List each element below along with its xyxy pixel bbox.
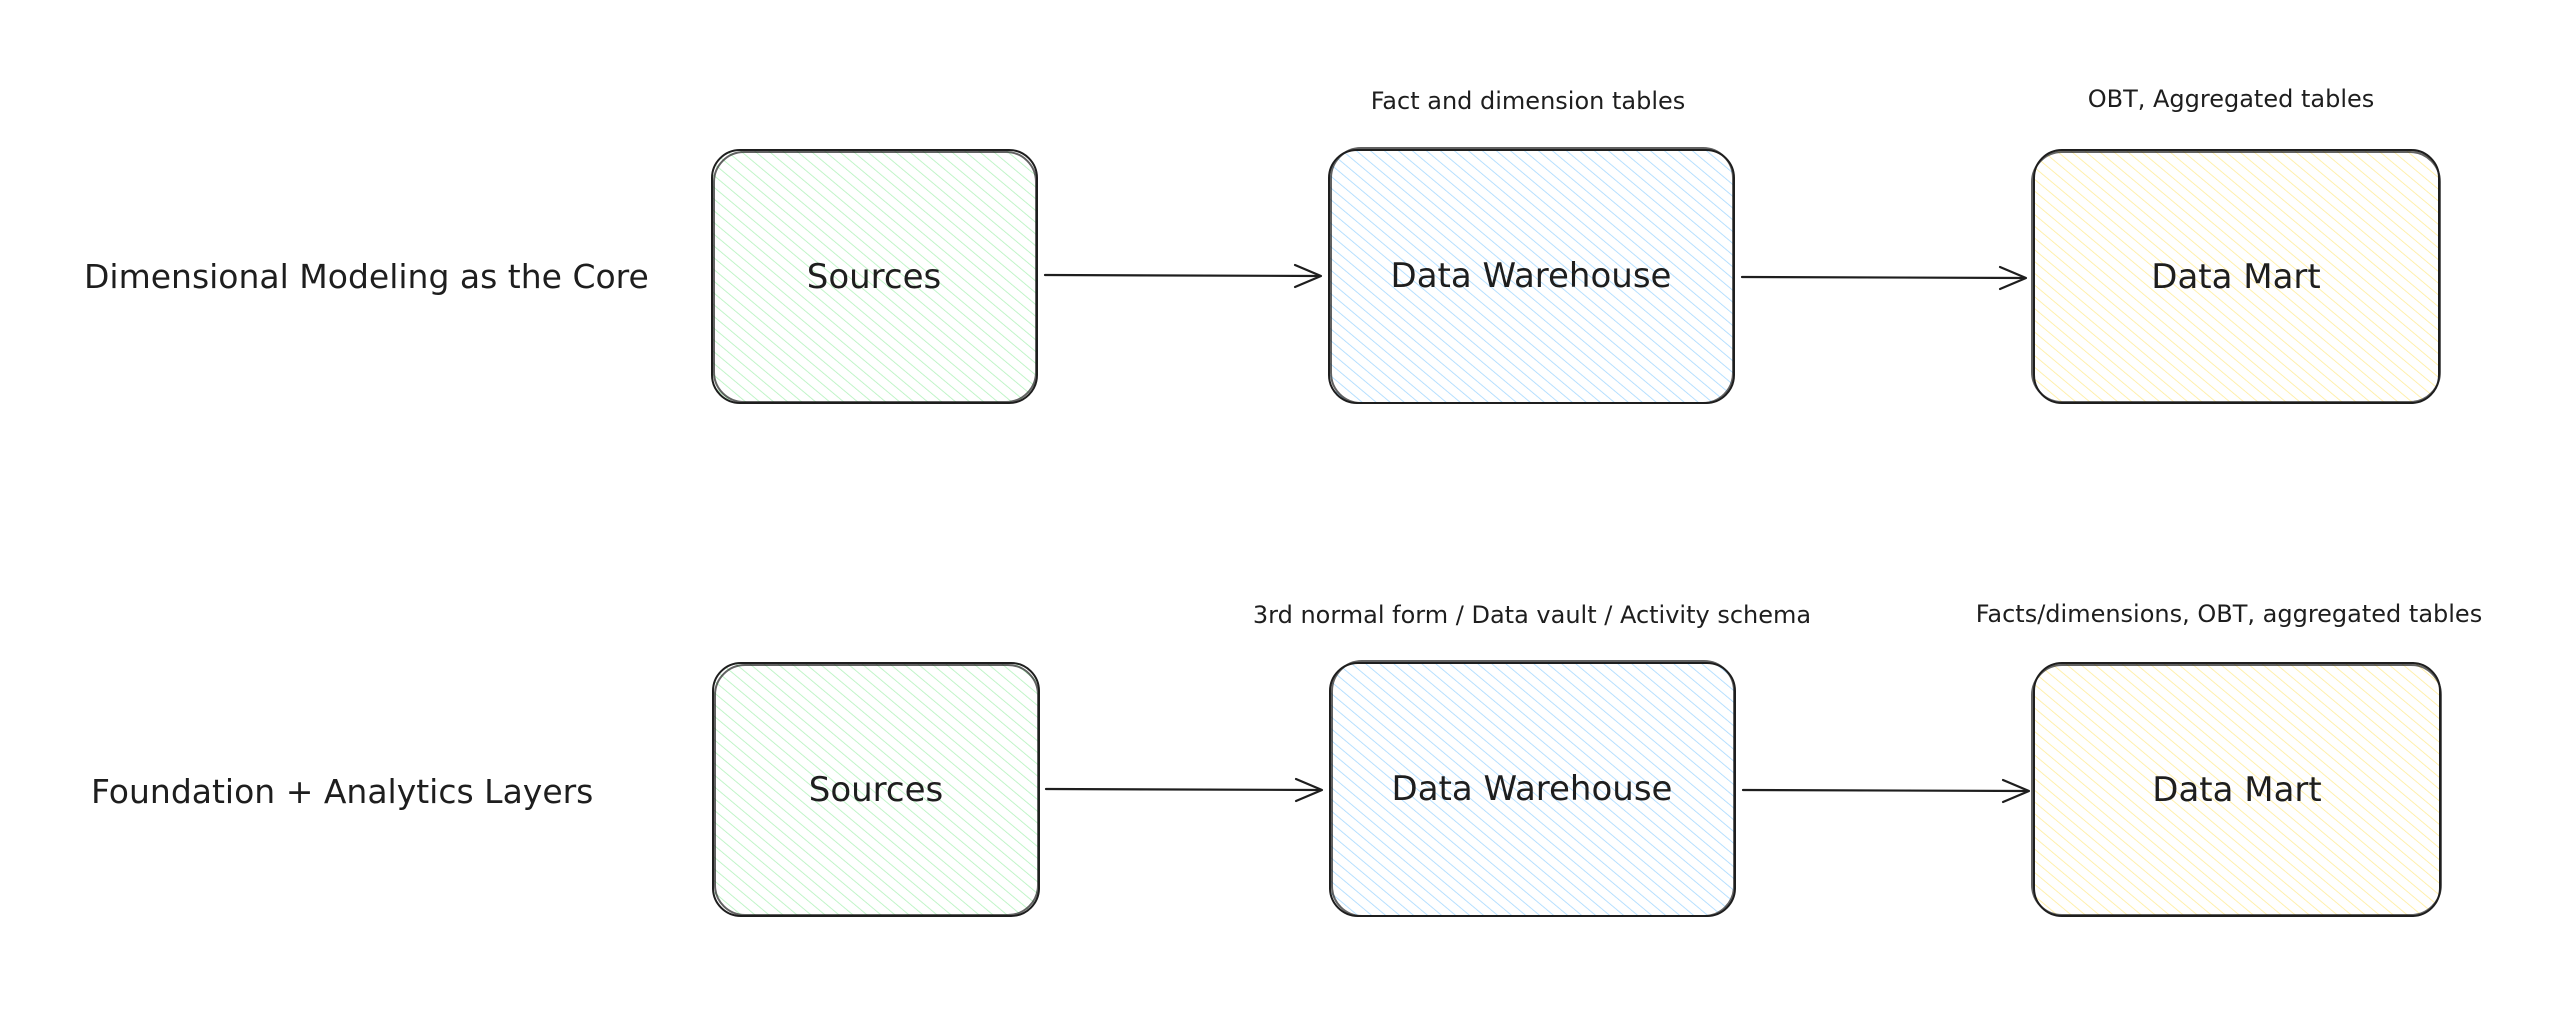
node-label: Sources bbox=[809, 770, 944, 810]
sources-box[interactable]: Sources bbox=[712, 662, 1040, 917]
flow-arrow bbox=[1741, 778, 2031, 804]
flow-arrow bbox=[1740, 265, 2028, 291]
data-mart-box[interactable]: Data Mart bbox=[2031, 662, 2442, 917]
mart-annotation: Facts/dimensions, OBT, aggregated tables bbox=[1976, 600, 2482, 628]
flow-arrow bbox=[1044, 777, 1324, 803]
node-label: Data Warehouse bbox=[1392, 769, 1673, 809]
row-foundation-analytics: Foundation + Analytics Layers Sources 3r… bbox=[91, 600, 2482, 917]
node-label: Data Mart bbox=[2151, 257, 2320, 297]
data-warehouse-box[interactable]: Data Warehouse bbox=[1329, 660, 1736, 917]
warehouse-annotation: Fact and dimension tables bbox=[1371, 87, 1686, 115]
node-label: Sources bbox=[807, 257, 942, 297]
row-dimensional-modeling: Dimensional Modeling as the Core Sources… bbox=[84, 85, 2441, 404]
sources-box[interactable]: Sources bbox=[711, 149, 1038, 404]
node-label: Data Warehouse bbox=[1391, 256, 1672, 296]
data-mart-box[interactable]: Data Mart bbox=[2031, 149, 2441, 404]
mart-annotation: OBT, Aggregated tables bbox=[2088, 85, 2375, 113]
data-warehouse-box[interactable]: Data Warehouse bbox=[1328, 147, 1735, 404]
flow-arrow bbox=[1043, 263, 1323, 289]
node-label: Data Mart bbox=[2152, 770, 2321, 810]
warehouse-annotation: 3rd normal form / Data vault / Activity … bbox=[1253, 601, 1811, 629]
row-title: Dimensional Modeling as the Core bbox=[84, 257, 649, 296]
row-title: Foundation + Analytics Layers bbox=[91, 772, 593, 811]
